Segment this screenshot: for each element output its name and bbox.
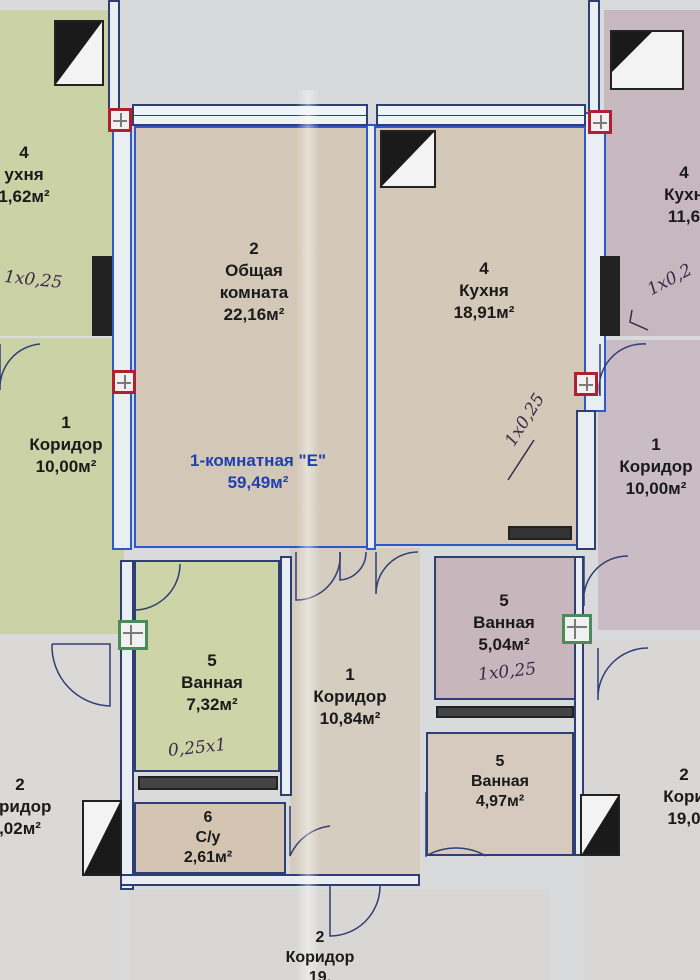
wall-bath-corridor [280, 556, 292, 796]
right-corridor2-label: 2 Кори 19,0 [663, 765, 700, 828]
wall-middle [366, 124, 376, 550]
wall-left [112, 110, 132, 550]
vent-shaft [54, 20, 104, 86]
bath-right-bottom-label: 5 Ванная 4,97м² [470, 753, 530, 810]
wc [134, 802, 286, 874]
vent-shaft [92, 256, 112, 336]
kitchen-label: 4 Кухня 18,91м² [453, 259, 515, 322]
wall-left-lower [120, 560, 134, 890]
vent-shaft [82, 800, 122, 876]
column-marker [112, 370, 136, 394]
left-corridor [0, 338, 124, 634]
bath-right-top-label: 5 Ванная 5,04м² [473, 591, 535, 654]
wall-right-lower [576, 410, 596, 550]
radiator [436, 706, 574, 718]
vent-shaft [600, 256, 620, 336]
left-kitchen-label: 4 ухня 1,62м² [0, 143, 50, 206]
right-kitchen-label: 4 Кухн 11,6 [664, 163, 700, 226]
apartment-title: 1-комнатная "E" 59,49м² [189, 451, 327, 492]
living-room-label: 2 Общая комната 22,16м² [219, 239, 289, 324]
vent-shaft [380, 130, 436, 188]
vent-shaft [580, 794, 620, 856]
top-band [120, 0, 600, 104]
wall-right-bottom [574, 556, 584, 856]
column-marker [562, 614, 592, 644]
bottom-corridor-label: 2 Коридор 19, [285, 929, 355, 980]
window-kitchen [376, 104, 586, 126]
window-living [132, 104, 368, 126]
wall-right-outer [588, 0, 600, 112]
column-marker [108, 108, 132, 132]
right-corridor-label: 1 Коридор 10,00м² [619, 435, 693, 498]
column-marker [588, 110, 612, 134]
wall-left-outer [108, 0, 120, 110]
left-corridor-label: 1 Коридор 10,00м² [29, 413, 103, 476]
radiator [138, 776, 278, 790]
column-marker [118, 620, 148, 650]
vent-shaft [610, 30, 684, 90]
wall-bottom [120, 874, 420, 886]
bath-left-label: 5 Ванная 7,32м² [181, 651, 243, 714]
column-marker [574, 372, 598, 396]
corridor-label: 1 Коридор 10,84м² [313, 665, 387, 728]
living-room [134, 126, 368, 548]
wc-label: 6 С/у 2,61м² [183, 809, 233, 866]
left-corridor2-label: 2 оридор ,02м² [0, 775, 52, 838]
radiator [508, 526, 572, 540]
